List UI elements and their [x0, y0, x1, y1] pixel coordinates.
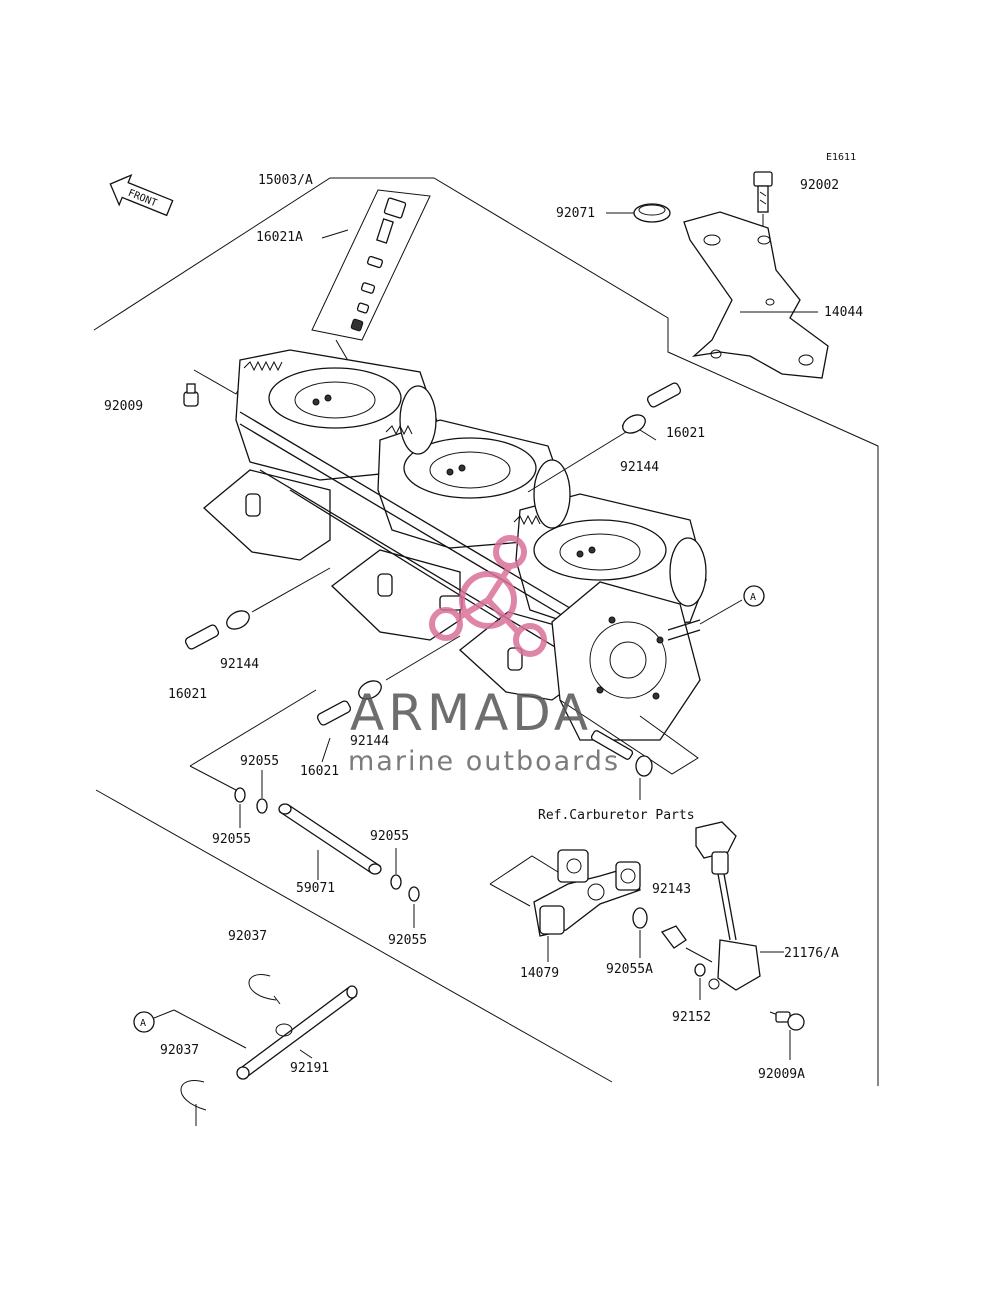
ref-carburetor-parts: Ref.Carburetor Parts [538, 808, 695, 823]
label-16021-right: 16021 [666, 426, 705, 441]
label-59071: 59071 [296, 881, 335, 896]
label-92144-right: 92144 [620, 460, 659, 475]
pilot-screw-middle [316, 635, 461, 726]
label-92152: 92152 [672, 1010, 711, 1025]
front-arrow-icon: FRONT [109, 173, 174, 217]
carburetor-assembly [203, 349, 707, 741]
label-92144-middle: 92144 [350, 734, 389, 749]
screw-92009a [769, 1011, 805, 1060]
label-92071: 92071 [556, 206, 595, 221]
pilot-screw-left [184, 567, 331, 650]
pipe-frame [189, 689, 317, 791]
diagram-code: E1611 [826, 152, 856, 163]
hose-92191 [236, 985, 358, 1080]
leader-lines [321, 229, 818, 763]
float-valve-assy [311, 189, 431, 365]
label-21176a: 21176/A [784, 946, 839, 961]
svg-text:A: A [750, 592, 756, 603]
label-92009a: 92009A [758, 1067, 805, 1082]
assembly-frame [93, 177, 879, 1086]
label-92037-top: 92037 [228, 929, 267, 944]
bracket-14079 [489, 849, 641, 962]
watermark-logo [429, 535, 547, 657]
o-rings-92055 [234, 770, 420, 928]
watermark: ARMADA marine outboards [348, 535, 620, 777]
screw-92009 [183, 369, 245, 407]
label-92055a: 92055A [606, 962, 653, 977]
label-14079: 14079 [520, 966, 559, 981]
watermark-brand: ARMADA [350, 684, 592, 742]
label-92009: 92009 [104, 399, 143, 414]
o-ring-92055a [632, 907, 648, 958]
sensor-21176a [695, 821, 784, 991]
label-15003a: 15003/A [258, 173, 313, 188]
label-92055-d: 92055 [388, 933, 427, 948]
label-14044: 14044 [824, 305, 863, 320]
label-92055-b: 92055 [212, 832, 251, 847]
label-92055-c: 92055 [370, 829, 409, 844]
callout-a-lower: A [133, 1009, 247, 1049]
bolt-92002 [753, 171, 773, 238]
label-16021-middle: 16021 [300, 764, 339, 779]
label-92055-a: 92055 [240, 754, 279, 769]
bracket-14044 [683, 211, 829, 379]
label-16021a: 16021A [256, 230, 303, 245]
clamp-92037-top [248, 974, 281, 1005]
watermark-tagline: marine outboards [348, 746, 620, 777]
grommet-92071 [606, 203, 671, 223]
pilot-screw-right [527, 382, 682, 493]
svg-text:A: A [140, 1018, 146, 1029]
label-92191: 92191 [290, 1061, 329, 1076]
ref-pointer [559, 699, 699, 800]
part-labels: 15003/A 16021A 92009 92071 92002 14044 1… [104, 173, 863, 1082]
clamp-92037-bottom [180, 1080, 207, 1126]
label-92037-bottom: 92037 [160, 1043, 199, 1058]
callout-a-upper: A [699, 585, 765, 625]
label-92002: 92002 [800, 178, 839, 193]
pipe-59071 [278, 803, 382, 880]
label-16021-left: 16021 [168, 687, 207, 702]
label-92143: 92143 [652, 882, 691, 897]
clip-92152 [660, 925, 713, 1000]
label-92144-left: 92144 [220, 657, 259, 672]
